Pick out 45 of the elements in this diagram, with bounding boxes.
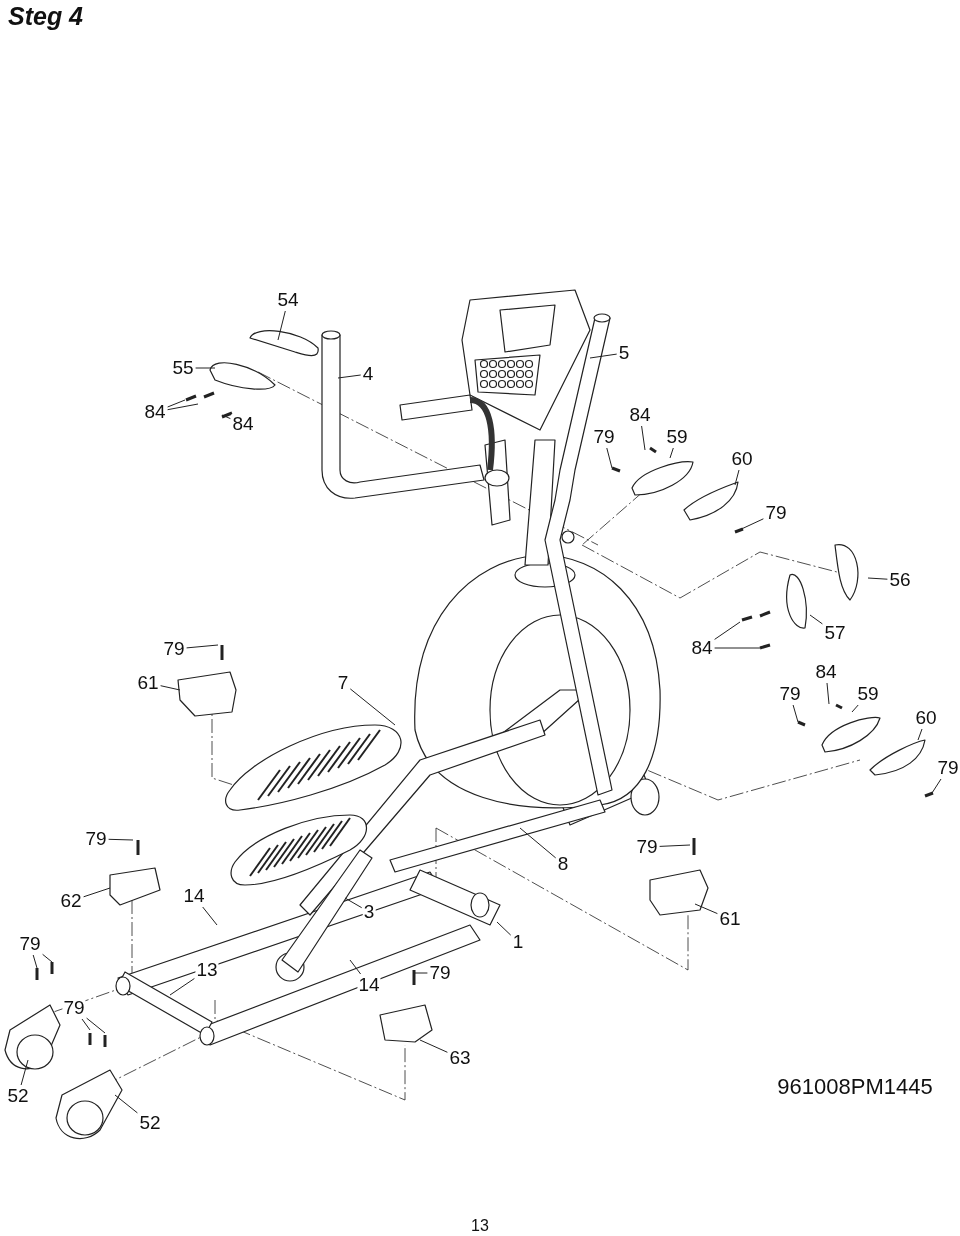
leader-line (809, 614, 823, 625)
leader-line (851, 704, 859, 713)
leader-line (419, 1039, 448, 1053)
leader-line (344, 897, 363, 909)
leader-line (160, 685, 181, 691)
leader-line (826, 682, 830, 705)
leader-line (32, 954, 38, 969)
leader-line (792, 704, 799, 723)
leader-line (867, 577, 888, 580)
leader-line (694, 903, 718, 915)
leader-line (641, 425, 646, 451)
leader-line (277, 310, 286, 341)
leader-line (169, 978, 195, 996)
drawing-number: 961008PM1445 (777, 1074, 933, 1100)
leader-line (589, 353, 618, 359)
leader-line (195, 367, 216, 369)
leader-line (659, 844, 691, 847)
leader-line (606, 447, 613, 469)
leader-line (167, 403, 199, 411)
step-heading: Steg 4 (8, 2, 84, 31)
leader-line (114, 1094, 138, 1114)
leader-line (167, 399, 186, 408)
leader-line (83, 887, 111, 898)
leader-line (714, 647, 761, 649)
leader-line (86, 1017, 106, 1034)
leader-line (186, 644, 219, 649)
leader-line (349, 959, 362, 975)
leader-line (714, 621, 741, 640)
leader-line (413, 972, 428, 974)
leader-line (496, 921, 512, 936)
leader-line (931, 778, 942, 794)
leader-line (917, 728, 923, 741)
leader-line (519, 827, 557, 859)
leader-line (42, 953, 53, 963)
leader-line (108, 838, 134, 841)
page-number: 13 (471, 1217, 489, 1235)
leader-line (734, 469, 740, 486)
leader-line (20, 1059, 29, 1086)
leader-line (669, 447, 674, 459)
leader-line (337, 374, 362, 379)
leader-line (81, 1018, 91, 1031)
leader-line (734, 518, 764, 533)
leader-line (349, 688, 396, 726)
leader-line (202, 906, 218, 926)
leader-line (221, 414, 231, 420)
